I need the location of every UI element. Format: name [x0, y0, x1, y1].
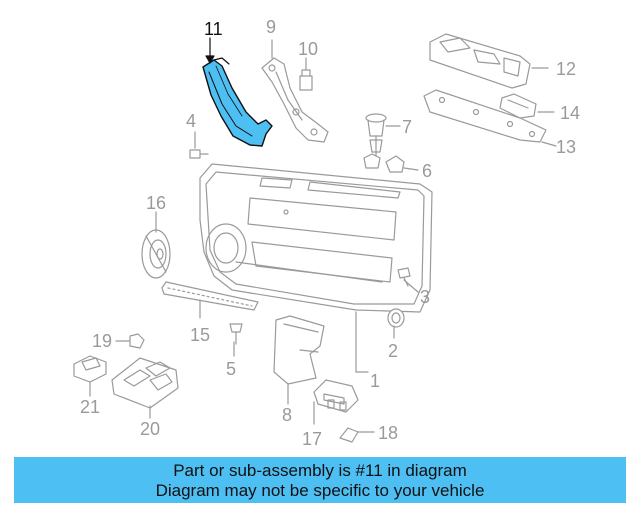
part-1-door-panel[interactable]: [199, 163, 433, 313]
callout-5[interactable]: 5: [226, 359, 237, 379]
leader-line-13: [541, 141, 557, 147]
part-11-grab-handle[interactable]: [202, 57, 273, 147]
callout-3[interactable]: 3: [420, 287, 431, 307]
callout-10[interactable]: 10: [298, 39, 319, 59]
part-21-switch[interactable]: [73, 355, 107, 383]
leader-line-3: [403, 279, 419, 293]
part-2-plug[interactable]: [387, 308, 405, 328]
info-banner: Part or sub-assembly is #11 in diagram D…: [14, 457, 626, 503]
part-14-window-switch[interactable]: [499, 93, 537, 119]
callout-16[interactable]: 16: [146, 193, 167, 213]
part-6-lens[interactable]: [385, 155, 405, 173]
part-13-switch-housing[interactable]: [423, 89, 547, 143]
callout-15[interactable]: 15: [190, 325, 211, 345]
callout-7[interactable]: 7: [402, 117, 413, 137]
part-17-handle-bezel[interactable]: [313, 379, 359, 413]
callout-21[interactable]: 21: [80, 397, 101, 417]
banner-line-disclaimer: Diagram may not be specific to your vehi…: [155, 481, 485, 500]
part-12-switch-bezel[interactable]: [429, 33, 531, 89]
banner-line-part: Part or sub-assembly is #11 in diagram: [173, 461, 467, 480]
part-4-screw[interactable]: [189, 149, 209, 159]
part-15-weatherstrip[interactable]: [161, 281, 259, 311]
callout-13[interactable]: 13: [556, 137, 577, 157]
callout-2[interactable]: 2: [388, 341, 399, 361]
part-19-button[interactable]: [129, 333, 145, 349]
part-18-bulb[interactable]: [339, 427, 359, 443]
callout-1[interactable]: 1: [370, 371, 381, 391]
leader-line-6: [403, 167, 419, 171]
callout-19[interactable]: 19: [92, 331, 113, 351]
callout-9[interactable]: 9: [266, 17, 277, 37]
part-5-screw[interactable]: [229, 323, 243, 345]
part-10-clip[interactable]: [299, 69, 313, 91]
part-8-door-pocket[interactable]: [273, 315, 325, 385]
callout-11[interactable]: 11: [204, 19, 223, 39]
callout-18[interactable]: 18: [378, 423, 399, 443]
callout-8[interactable]: 8: [282, 405, 293, 425]
callout-6[interactable]: 6: [422, 161, 433, 181]
part-20-switch-assembly[interactable]: [111, 357, 179, 409]
parts-diagram: [73, 33, 557, 443]
leader-arrow-11: [205, 55, 215, 64]
callout-17[interactable]: 17: [302, 429, 323, 449]
part-16-speaker[interactable]: [141, 229, 171, 279]
part-7-lamp-socket[interactable]: [363, 113, 387, 169]
callout-12[interactable]: 12: [556, 59, 577, 79]
part-9-bracket[interactable]: [261, 57, 329, 143]
callout-4[interactable]: 4: [186, 111, 197, 131]
callout-14[interactable]: 14: [560, 103, 581, 123]
callout-20[interactable]: 20: [140, 419, 161, 439]
